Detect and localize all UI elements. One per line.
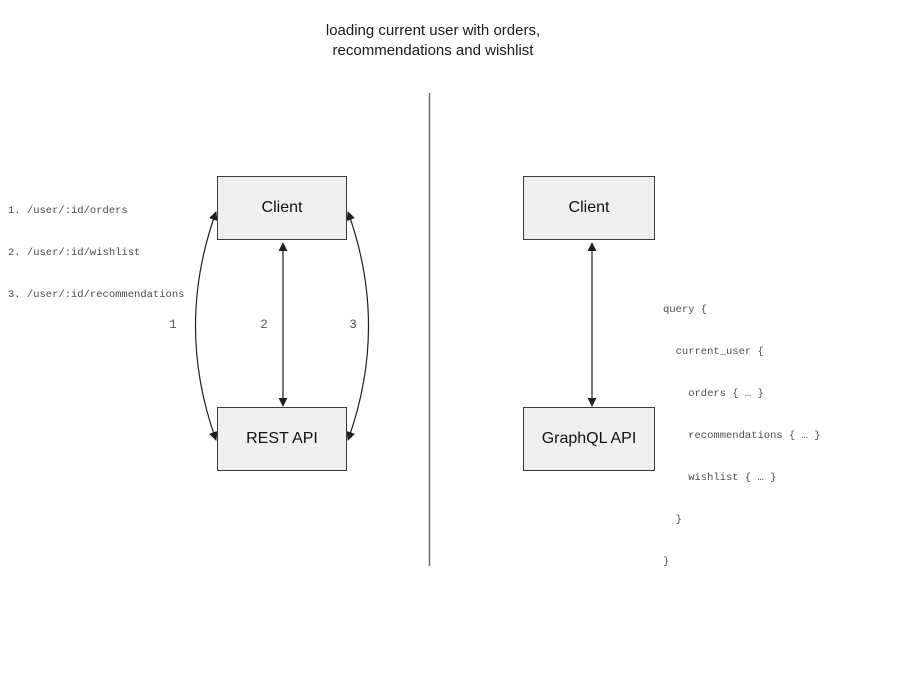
rest-endpoint-list: 1. /user/:id/orders 2. /user/:id/wishlis… xyxy=(8,176,184,330)
graphql-api-label: GraphQL API xyxy=(541,430,637,447)
rest-api-node: REST API xyxy=(217,407,347,471)
query-line-open: query { xyxy=(663,304,708,316)
right-client-node: Client xyxy=(523,176,655,240)
rest-arrow-orders xyxy=(194,211,218,441)
left-client-node: Client xyxy=(217,176,347,240)
query-line-current-user: current_user { xyxy=(663,346,764,358)
rest-arrow-recommendations xyxy=(346,211,370,441)
arrow-label-2: 2 xyxy=(260,318,268,332)
diagram-title-line2: recommendations and wishlist xyxy=(332,42,534,59)
query-line-close: } xyxy=(663,556,670,568)
arrow-label-1: 1 xyxy=(169,318,177,332)
diagram-title-line1: loading current user with orders, xyxy=(325,22,541,39)
query-line-inner-close: } xyxy=(663,514,682,526)
left-client-label: Client xyxy=(261,199,303,216)
graphql-api-node: GraphQL API xyxy=(523,407,655,471)
arrow-label-3: 3 xyxy=(349,318,357,332)
query-line-orders: orders { … } xyxy=(663,388,764,400)
rest-api-label: REST API xyxy=(246,430,318,447)
rest-endpoint-orders: 1. /user/:id/orders xyxy=(8,205,128,217)
query-line-wishlist: wishlist { … } xyxy=(663,472,777,484)
rest-endpoint-wishlist: 2. /user/:id/wishlist xyxy=(8,247,141,259)
diagram-title: loading current user with orders, recomm… xyxy=(0,21,866,61)
query-line-recommendations: recommendations { … } xyxy=(663,430,821,442)
rest-endpoint-recommendations: 3. /user/:id/recommendations xyxy=(8,289,185,301)
right-client-label: Client xyxy=(568,199,610,216)
graphql-query-block: query { current_user { orders { … } reco… xyxy=(663,275,821,597)
